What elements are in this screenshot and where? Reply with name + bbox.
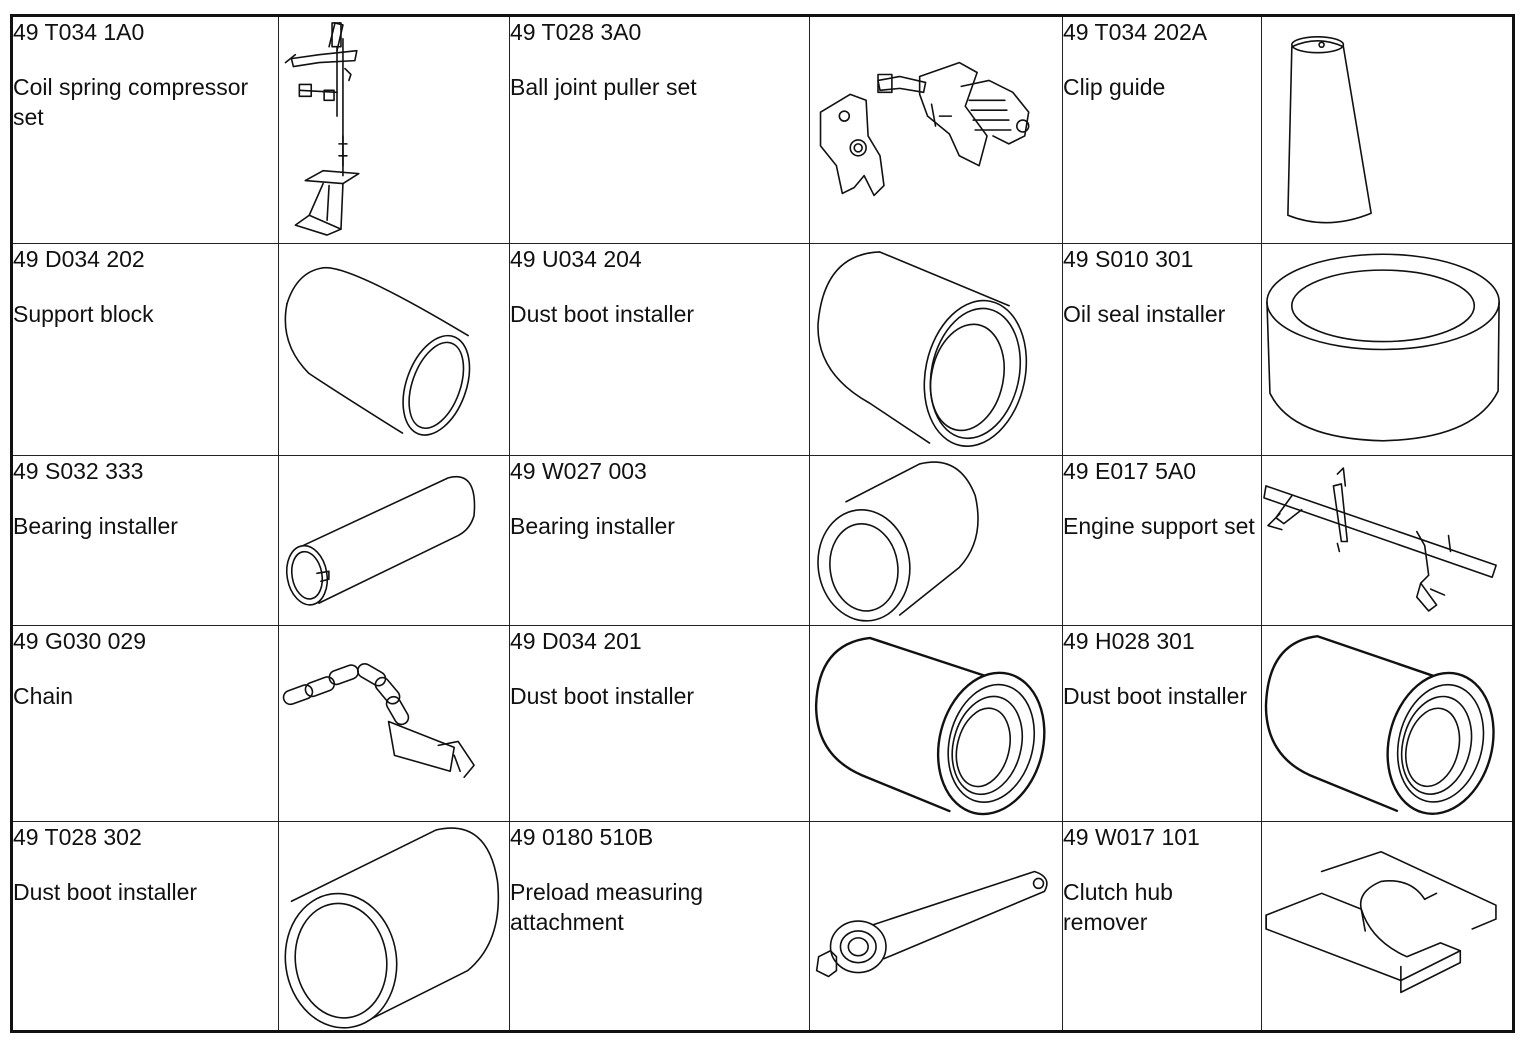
coil-spring-compressor-icon	[279, 17, 509, 243]
engine-support-icon	[1262, 456, 1512, 625]
tool-cell: 49 T028 302 Dust boot installer	[11, 821, 279, 1032]
dust-boot-installer-icon	[279, 822, 509, 1030]
tool-cell: 49 E017 5A0 Engine support set	[1062, 455, 1262, 626]
tool-cell: 49 0180 510B Preload measuring attachmen…	[509, 821, 810, 1032]
bearing-installer-icon	[279, 456, 509, 625]
chain-icon	[279, 626, 509, 821]
tool-name: Oil seal installer	[1063, 301, 1226, 327]
part-number: 49 T034 202A	[1063, 19, 1208, 45]
clutch-hub-remover-icon	[1262, 822, 1512, 1030]
tool-cell: 49 S010 301 Oil seal installer	[1062, 243, 1262, 456]
part-number: 49 T034 1A0	[13, 19, 145, 45]
tool-image-cell	[1261, 455, 1514, 626]
tool-cell: 49 H028 301 Dust boot installer	[1062, 625, 1262, 822]
tool-image-cell	[278, 625, 510, 822]
part-number: 49 W027 003	[510, 458, 647, 484]
part-number: 49 W017 101	[1063, 824, 1200, 850]
tool-name: Chain	[13, 683, 74, 709]
part-number: 49 S010 301	[1063, 246, 1194, 272]
tool-cell: 49 U034 204 Dust boot installer	[509, 243, 810, 456]
tool-name: Preload measuring attachment	[510, 879, 704, 935]
special-tools-table: 49 T034 1A0 Coil spring compressor set 4…	[10, 14, 1515, 1033]
ball-joint-puller-icon	[810, 17, 1062, 243]
tool-image-cell	[809, 625, 1063, 822]
tool-image-cell	[1261, 821, 1514, 1032]
part-number: 49 S032 333	[13, 458, 144, 484]
clip-guide-icon	[1262, 17, 1512, 243]
tool-image-cell	[278, 15, 510, 244]
tool-cell: 49 D034 202 Support block	[11, 243, 279, 456]
tool-image-cell	[278, 455, 510, 626]
tool-image-cell	[278, 821, 510, 1032]
tool-cell: 49 D034 201 Dust boot installer	[509, 625, 810, 822]
tool-name: Dust boot installer	[1063, 683, 1248, 709]
tool-image-cell	[809, 455, 1063, 626]
tool-cell: 49 W027 003 Bearing installer	[509, 455, 810, 626]
part-number: 49 T028 3A0	[510, 19, 642, 45]
tool-image-cell	[1261, 625, 1514, 822]
support-block-icon	[279, 244, 509, 455]
preload-attachment-icon	[810, 822, 1062, 1030]
tool-image-cell	[809, 821, 1063, 1032]
part-number: 49 D034 202	[13, 246, 145, 272]
tool-image-cell	[809, 15, 1063, 244]
tool-cell: 49 T034 1A0 Coil spring compressor set	[11, 15, 279, 244]
tool-image-cell	[1261, 15, 1514, 244]
tool-image-cell	[809, 243, 1063, 456]
tool-cell: 49 S032 333 Bearing installer	[11, 455, 279, 626]
part-number: 49 T028 302	[13, 824, 142, 850]
table-row: 49 D034 202 Support block 49 U034 204 Du…	[11, 243, 1514, 456]
tool-cell: 49 T034 202A Clip guide	[1062, 15, 1262, 244]
tool-name: Dust boot installer	[13, 879, 198, 905]
tool-cell: 49 W017 101 Clutch hub remover	[1062, 821, 1262, 1032]
dust-boot-installer-icon	[810, 244, 1062, 455]
tool-name: Support block	[13, 301, 154, 327]
bearing-installer-icon	[810, 456, 1062, 625]
part-number: 49 H028 301	[1063, 628, 1195, 654]
tool-name: Bearing installer	[13, 513, 178, 539]
part-number: 49 U034 204	[510, 246, 642, 272]
table-row: 49 G030 029 Chain 49 D034 201 Dust boot …	[11, 625, 1514, 822]
tool-name: Clip guide	[1063, 74, 1166, 100]
part-number: 49 E017 5A0	[1063, 458, 1197, 484]
tool-name: Dust boot installer	[510, 683, 695, 709]
oil-seal-installer-icon	[1262, 244, 1512, 455]
dust-boot-installer-icon	[1262, 626, 1512, 821]
part-number: 49 G030 029	[13, 628, 147, 654]
tool-cell: 49 T028 3A0 Ball joint puller set	[509, 15, 810, 244]
tool-name: Dust boot installer	[510, 301, 695, 327]
part-number: 49 D034 201	[510, 628, 642, 654]
tool-cell: 49 G030 029 Chain	[11, 625, 279, 822]
tool-image-cell	[1261, 243, 1514, 456]
table-row: 49 S032 333 Bearing installer 49 W027 00…	[11, 455, 1514, 626]
part-number: 49 0180 510B	[510, 824, 654, 850]
tool-image-cell	[278, 243, 510, 456]
table-row: 49 T028 302 Dust boot installer 49 0180 …	[11, 821, 1514, 1032]
table-row: 49 T034 1A0 Coil spring compressor set 4…	[11, 15, 1514, 244]
tool-name: Coil spring compressor set	[13, 74, 249, 130]
tool-name: Engine support set	[1063, 513, 1255, 539]
tool-name: Clutch hub remover	[1063, 879, 1173, 935]
dust-boot-installer-icon	[810, 626, 1062, 821]
tool-name: Ball joint puller set	[510, 74, 697, 100]
tool-name: Bearing installer	[510, 513, 675, 539]
